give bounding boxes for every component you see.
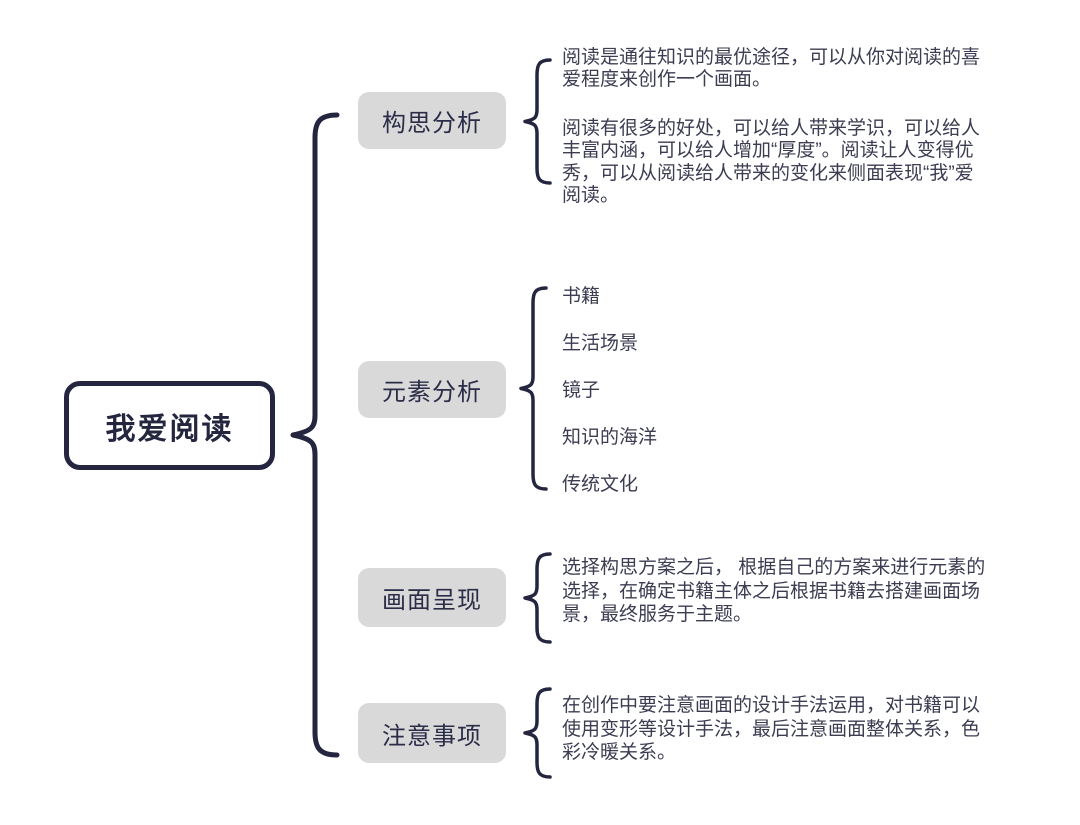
- branch-label: 构思分析: [382, 110, 482, 137]
- element-analysis-items: 书籍 生活场景 镜子 知识的海洋 传统文化: [562, 285, 862, 496]
- element-item[interactable]: 知识的海洋: [562, 427, 658, 448]
- picture-presentation-notes[interactable]: 选择构思方案之后， 根据自己的方案来进行元素的选择，在确定书籍主体之后根据书籍去…: [562, 556, 992, 627]
- branch-brace-element-analysis: [519, 286, 548, 491]
- precautions-notes[interactable]: 在创作中要注意画面的设计手法运用，对书籍可以使用变形等设计手法，最后注意画面整体…: [562, 694, 986, 765]
- root-node[interactable]: 我爱阅读: [64, 381, 275, 470]
- branch-node-precautions[interactable]: 注意事项: [358, 703, 506, 763]
- element-item[interactable]: 传统文化: [562, 474, 639, 495]
- element-item[interactable]: 书籍: [562, 286, 601, 307]
- branch-label: 注意事项: [382, 722, 482, 750]
- concept-analysis-notes[interactable]: 阅读是通往知识的最优途径，可以从你对阅读的喜爱程度来创作一个画面。 阅读有很多的…: [562, 47, 986, 207]
- branch-brace-picture-presentation: [523, 552, 552, 644]
- branch-node-concept-analysis[interactable]: 构思分析: [358, 92, 506, 149]
- branch-node-element-analysis[interactable]: 元素分析: [358, 361, 506, 418]
- branch-brace-concept-analysis: [523, 58, 552, 185]
- element-item[interactable]: 生活场景: [562, 333, 639, 354]
- branch-brace-precautions: [523, 687, 552, 779]
- branch-label: 画面呈现: [382, 587, 482, 614]
- element-item[interactable]: 镜子: [562, 380, 601, 401]
- note-paragraph: 选择构思方案之后， 根据自己的方案来进行元素的选择，在确定书籍主体之后根据书籍去…: [562, 557, 986, 625]
- root-brace: [290, 112, 340, 758]
- root-node-label: 我爱阅读: [105, 412, 234, 446]
- note-paragraph: 在创作中要注意画面的设计手法运用，对书籍可以使用变形等设计手法，最后注意画面整体…: [562, 695, 981, 763]
- note-paragraph: 阅读有很多的好处，可以给人带来学识，可以给人丰富内涵，可以给人增加“厚度”。阅读…: [562, 117, 981, 207]
- branch-node-picture-presentation[interactable]: 画面呈现: [358, 568, 506, 627]
- branch-label: 元素分析: [382, 379, 482, 406]
- note-paragraph: 阅读是通往知识的最优途径，可以从你对阅读的喜爱程度来创作一个画面。: [562, 47, 981, 91]
